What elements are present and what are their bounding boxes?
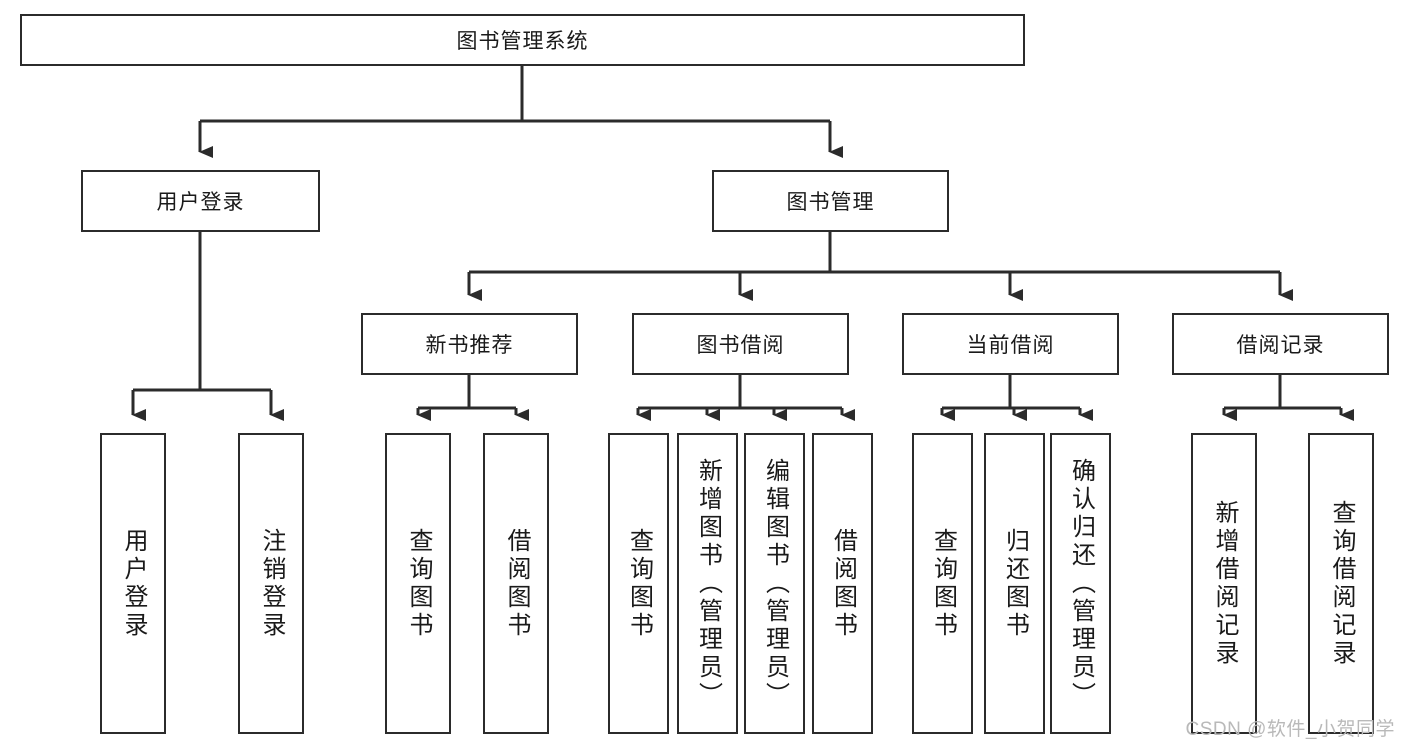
node-current-borrow[interactable]: 当前借阅 <box>902 313 1119 375</box>
node-leaf-query-borrow-record[interactable]: 查询借阅记录 <box>1308 433 1374 734</box>
node-leaf-add-borrow-record-label: 新增借阅记录 <box>1211 499 1238 668</box>
node-leaf-query-book-borrow[interactable]: 查询图书 <box>608 433 669 734</box>
node-book-borrow[interactable]: 图书借阅 <box>632 313 849 375</box>
node-new-book-recommend-label: 新书推荐 <box>425 334 514 357</box>
node-root[interactable]: 图书管理系统 <box>20 14 1025 66</box>
node-leaf-query-book-current-label: 查询图书 <box>929 527 957 640</box>
node-leaf-confirm-return-admin[interactable]: 确认归还（管理员） <box>1050 433 1111 734</box>
node-leaf-user-login[interactable]: 用户登录 <box>100 433 166 734</box>
node-leaf-return-book[interactable]: 归还图书 <box>984 433 1045 734</box>
node-leaf-borrow-book-borrow-label: 借阅图书 <box>829 527 857 640</box>
node-book-management-label: 图书管理 <box>786 191 875 214</box>
node-user-login[interactable]: 用户登录 <box>81 170 320 232</box>
node-leaf-query-book-current[interactable]: 查询图书 <box>912 433 973 734</box>
node-leaf-borrow-book-rec-label: 借阅图书 <box>503 527 530 640</box>
node-leaf-query-book-rec[interactable]: 查询图书 <box>385 433 451 734</box>
node-leaf-edit-book-admin-label: 编辑图书（管理员） <box>761 457 789 710</box>
node-leaf-add-book-admin[interactable]: 新增图书（管理员） <box>677 433 738 734</box>
node-leaf-query-book-rec-label: 查询图书 <box>405 527 432 640</box>
node-leaf-confirm-return-admin-label: 确认归还（管理员） <box>1067 457 1095 710</box>
node-borrow-record-label: 借阅记录 <box>1236 334 1325 357</box>
node-leaf-borrow-book-borrow[interactable]: 借阅图书 <box>812 433 873 734</box>
node-leaf-user-login-label: 用户登录 <box>120 527 147 640</box>
node-leaf-user-logout[interactable]: 注销登录 <box>238 433 304 734</box>
node-leaf-edit-book-admin[interactable]: 编辑图书（管理员） <box>744 433 805 734</box>
node-leaf-borrow-book-rec[interactable]: 借阅图书 <box>483 433 549 734</box>
node-new-book-recommend[interactable]: 新书推荐 <box>361 313 578 375</box>
node-user-login-label: 用户登录 <box>156 191 245 214</box>
csdn-watermark: CSDN @软件_小贺同学 <box>1185 719 1395 740</box>
node-leaf-user-logout-label: 注销登录 <box>258 527 285 640</box>
node-leaf-query-borrow-record-label: 查询借阅记录 <box>1328 499 1355 668</box>
node-leaf-add-borrow-record[interactable]: 新增借阅记录 <box>1191 433 1257 734</box>
node-borrow-record[interactable]: 借阅记录 <box>1172 313 1389 375</box>
node-book-management[interactable]: 图书管理 <box>712 170 949 232</box>
node-root-label: 图书管理系统 <box>456 30 589 53</box>
node-leaf-query-book-borrow-label: 查询图书 <box>625 527 653 640</box>
node-leaf-return-book-label: 归还图书 <box>1001 527 1029 640</box>
node-book-borrow-label: 图书借阅 <box>696 334 785 357</box>
node-current-borrow-label: 当前借阅 <box>966 334 1055 357</box>
node-leaf-add-book-admin-label: 新增图书（管理员） <box>694 457 722 710</box>
